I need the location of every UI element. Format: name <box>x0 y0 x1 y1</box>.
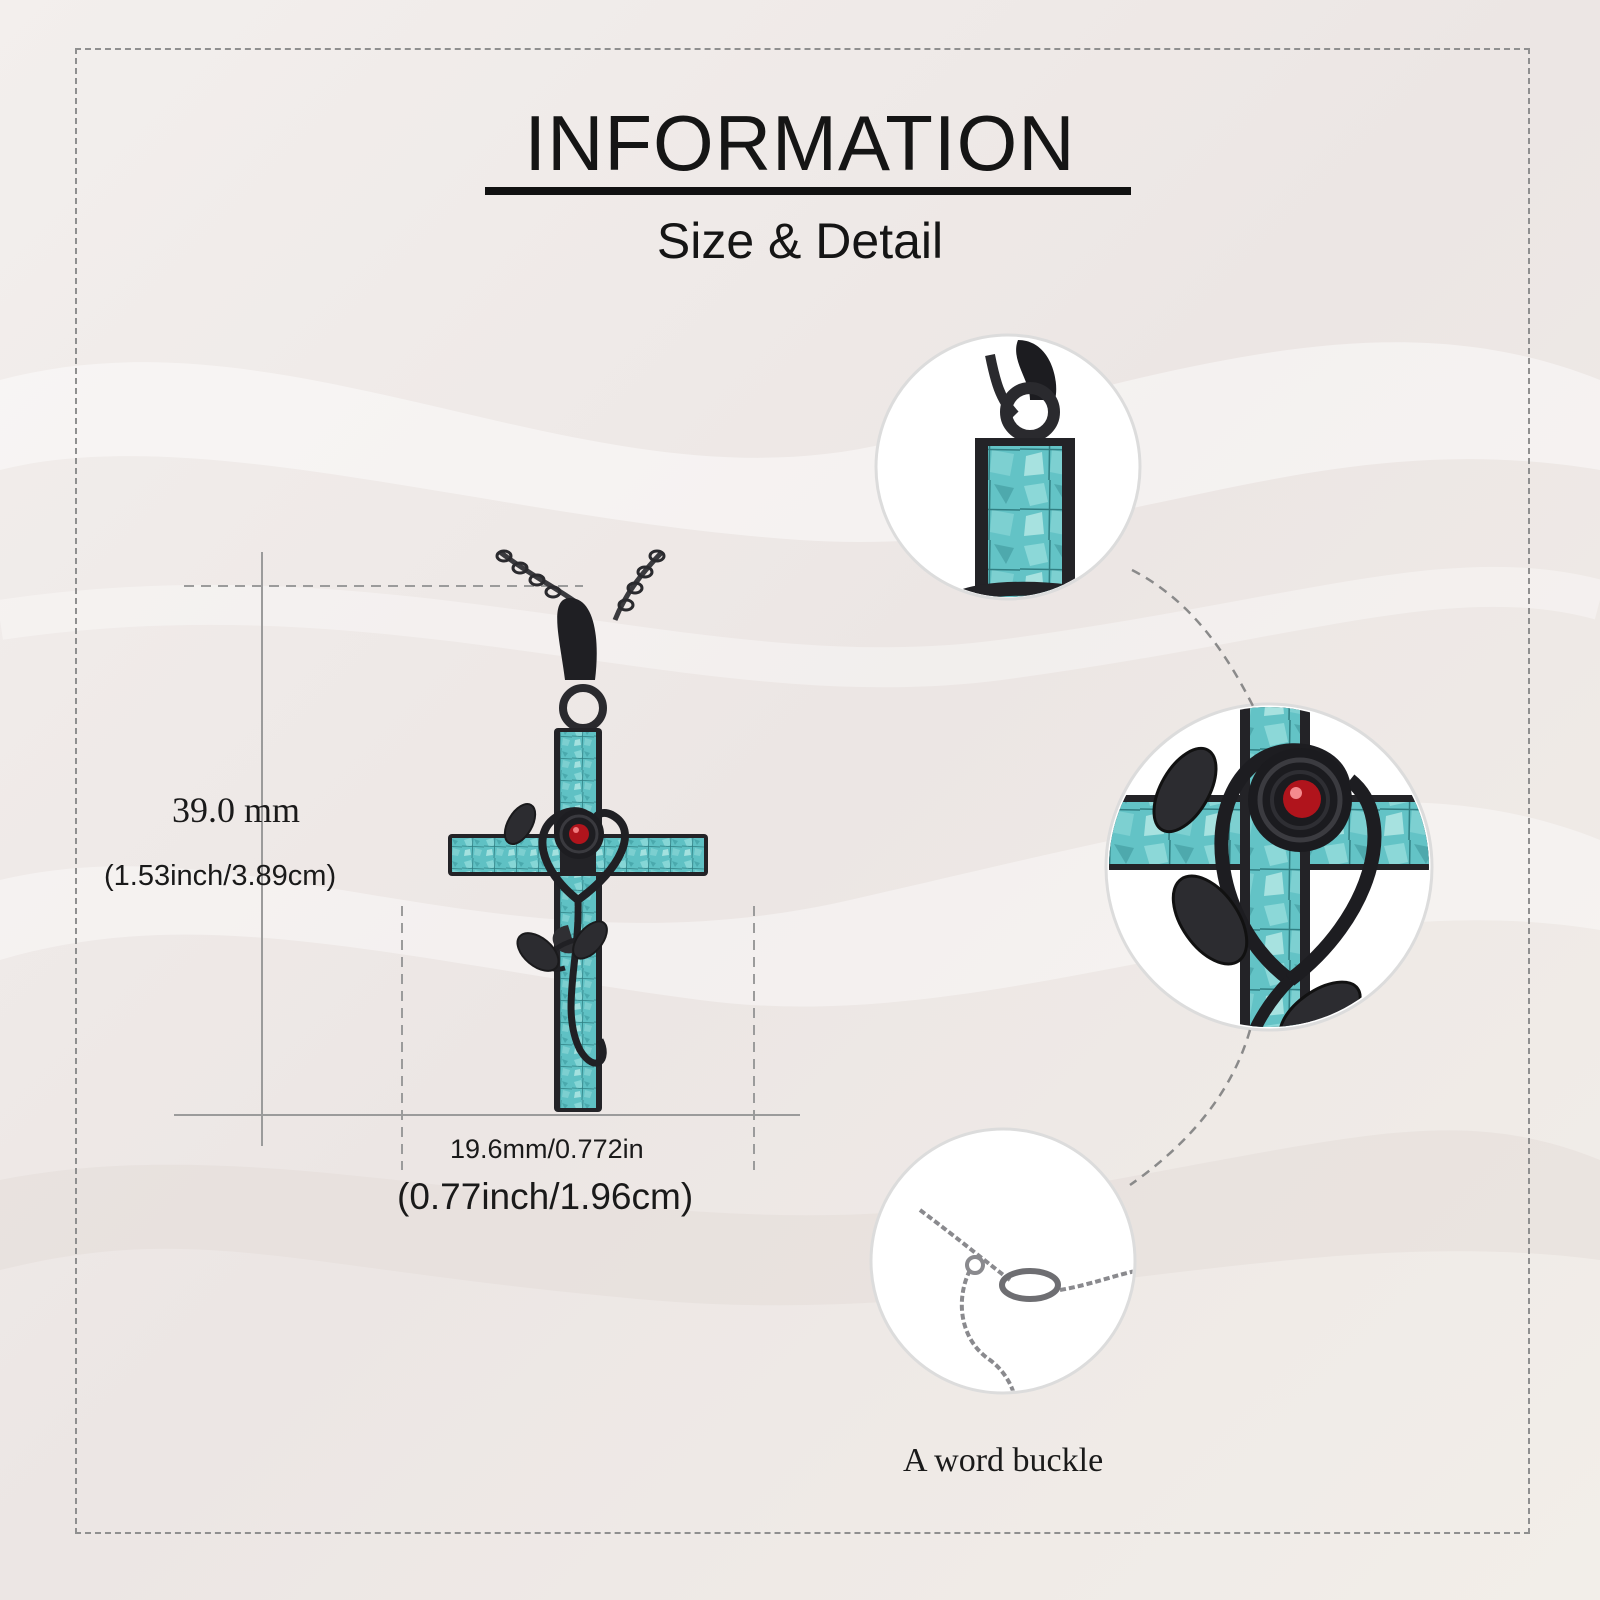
detail-bail-circle <box>874 333 1142 601</box>
pendant-cross <box>448 728 708 1112</box>
width-alt-label: (0.77inch/1.96cm) <box>397 1176 694 1217</box>
page-subtitle: Size & Detail <box>656 213 944 269</box>
detail-connectors <box>1129 568 1257 1187</box>
height-alt-label: (1.53inch/3.89cm) <box>104 860 337 892</box>
detail-clasp-circle <box>869 1127 1137 1395</box>
dashed-frame <box>75 48 1530 1534</box>
clasp-caption: A word buckle <box>903 1442 1104 1479</box>
detail-rose-circle <box>1104 702 1434 1032</box>
measurement-guides <box>174 552 800 1170</box>
width-mm-label: 19.6mm/0.772in <box>450 1134 644 1164</box>
title-underline <box>485 187 1131 195</box>
pendant-bail <box>557 598 597 680</box>
page-title: INFORMATION <box>524 99 1076 187</box>
height-mm-label: 39.0 mm <box>172 790 301 830</box>
